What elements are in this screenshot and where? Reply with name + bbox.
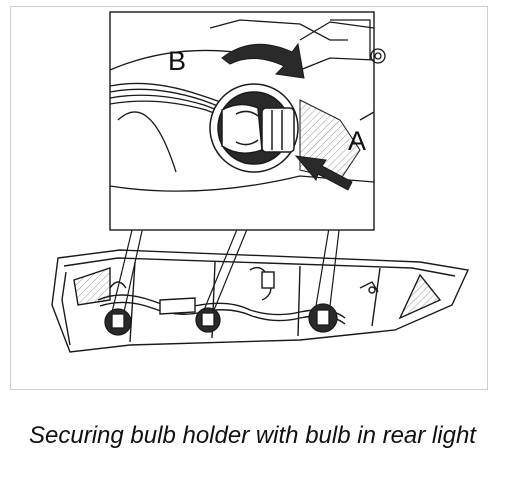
push-arrow-icon xyxy=(294,155,353,191)
callout-a: A xyxy=(348,126,366,156)
figure-caption: Securing bulb holder with bulb in rear l… xyxy=(29,422,476,449)
rear-light-assembly xyxy=(51,249,470,353)
bulb-holder-left xyxy=(104,308,132,336)
bulb-holder-middle xyxy=(195,307,221,333)
callout-b: B xyxy=(168,46,186,76)
bulb-holder-right xyxy=(308,303,338,333)
rotation-arrow-icon xyxy=(221,42,305,79)
diagram-illustration: B A xyxy=(51,11,470,353)
leader-lines xyxy=(111,221,341,313)
bulb-holder-detail xyxy=(209,83,299,173)
detail-inset: B A xyxy=(109,11,386,231)
